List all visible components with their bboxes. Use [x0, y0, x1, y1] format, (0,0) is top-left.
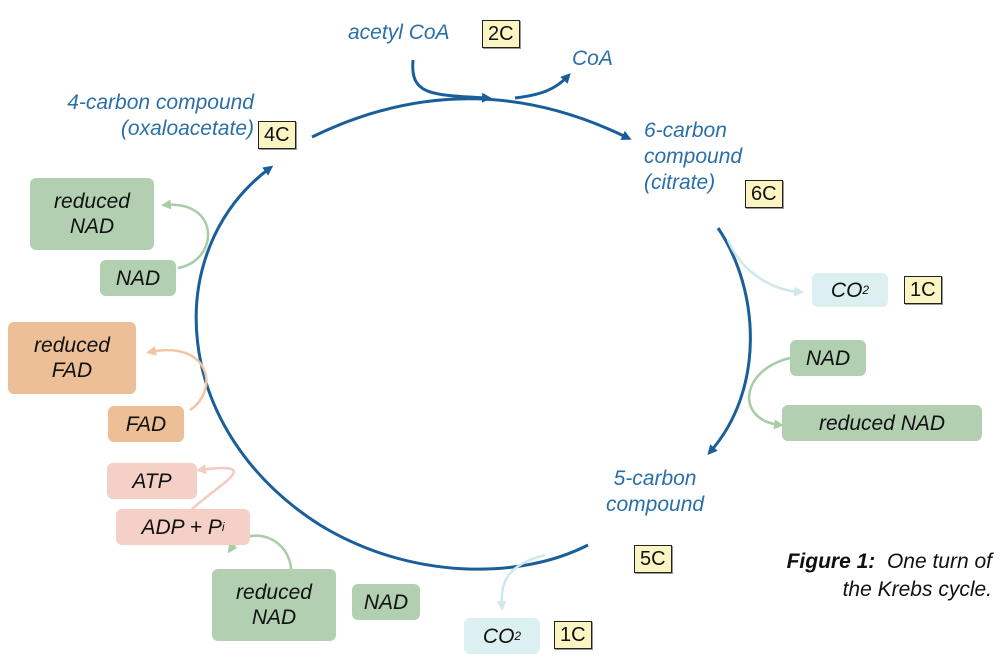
arc-right — [707, 227, 752, 455]
nad-bottom: NAD — [352, 584, 420, 620]
coa-label: CoA — [572, 47, 613, 70]
co2-sub: 2 — [514, 628, 522, 643]
co2-text: CO — [830, 278, 863, 302]
carbon-badge-1c-top: 1C — [904, 276, 942, 304]
reduced-nad-line1: reduced — [236, 581, 312, 604]
five-carbon-line2: compound — [606, 493, 705, 516]
caption-text1: One turn of — [886, 550, 992, 573]
reduced-nad-right: reduced NAD — [782, 405, 982, 441]
reduced-nad-line2: NAD — [251, 606, 297, 629]
atp-box: ATP — [107, 463, 197, 499]
carbon-badge-6c: 6C — [745, 180, 783, 208]
acetyl-coa-label: acetyl CoA — [348, 21, 450, 44]
arc-bottom-left — [194, 165, 589, 571]
caption-label: Figure 1: — [786, 550, 876, 573]
co2-sub: 2 — [862, 282, 870, 297]
fad-box: FAD — [108, 406, 184, 442]
six-carbon-line1: 6-carbon — [644, 119, 727, 142]
reduced-fad-line2: FAD — [51, 359, 93, 382]
nad-right: NAD — [790, 340, 866, 376]
reduced-nad-left: reduced NAD — [30, 178, 154, 250]
pi-sub: i — [221, 519, 225, 534]
carbon-badge-1c-bottom: 1C — [554, 621, 592, 649]
six-carbon-label: 6-carbon compound (citrate) — [644, 118, 742, 196]
reduced-nad-left-line2: NAD — [69, 215, 115, 238]
five-carbon-label: 5-carbon compound — [606, 466, 704, 518]
adp-text: ADP + P — [141, 515, 222, 539]
acetyl-coa-arrow — [411, 59, 492, 103]
figure-caption: Figure 1: One turn of the Krebs cycle. — [730, 548, 992, 604]
reduced-nad-bottom: reduced NAD — [212, 569, 336, 641]
carbon-badge-2c: 2C — [482, 20, 520, 48]
four-carbon-label: 4-carbon compound (oxaloacetate) — [67, 90, 254, 142]
reduced-fad-line1: reduced — [34, 334, 110, 357]
six-carbon-line3: (citrate) — [644, 171, 716, 194]
four-carbon-line1: 4-carbon compound — [67, 91, 254, 114]
six-carbon-line2: compound — [644, 145, 743, 168]
nad-left: NAD — [100, 260, 176, 296]
reduced-nad-left-line1: reduced — [54, 190, 130, 213]
arc-top — [311, 97, 632, 140]
carbon-badge-4c: 4C — [258, 121, 296, 149]
caption-text2: the Krebs cycle. — [842, 578, 992, 601]
reduced-fad-box: reduced FAD — [8, 322, 136, 394]
four-carbon-line2: (oxaloacetate) — [120, 117, 254, 140]
co2-text: CO — [482, 624, 515, 648]
coa-out-arrow — [514, 73, 571, 100]
five-carbon-line1: 5-carbon — [613, 467, 697, 490]
carbon-badge-5c: 5C — [634, 545, 672, 573]
